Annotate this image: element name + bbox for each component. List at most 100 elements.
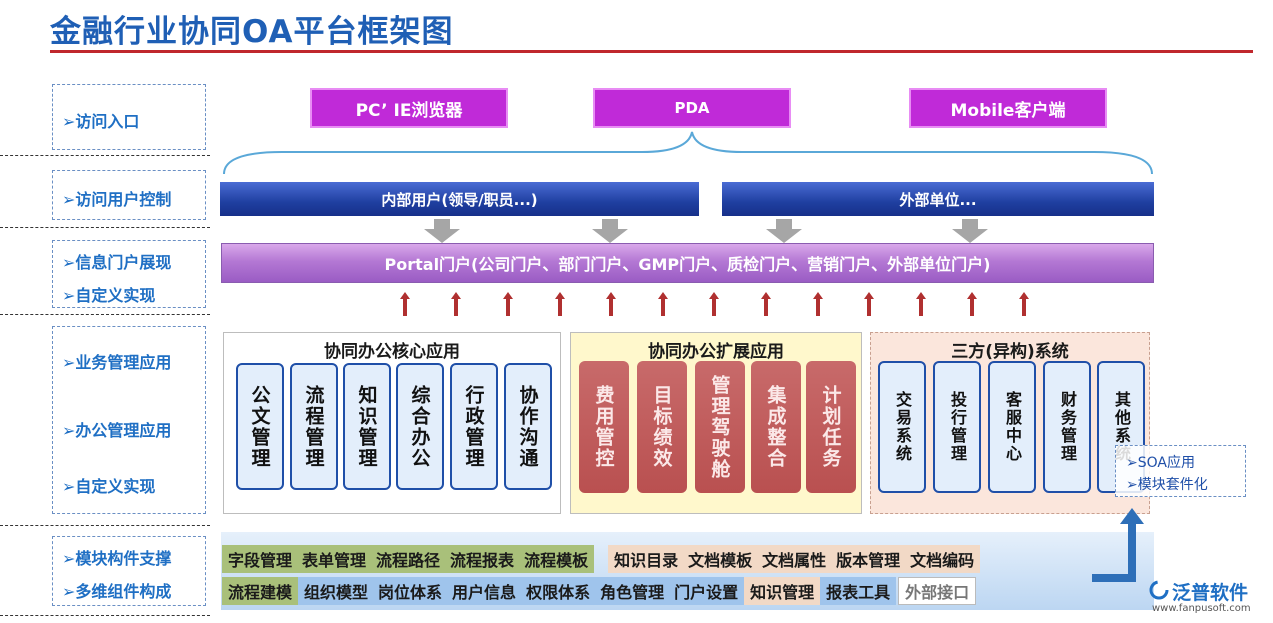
down-arrow-icon: [766, 219, 802, 243]
up-arrow-icon: [503, 292, 513, 316]
up-arrow-icon: [606, 292, 616, 316]
up-arrow-icon: [864, 292, 874, 316]
ext-item-expense: 费用管控: [579, 361, 629, 493]
sidebar-box-portal: [52, 240, 206, 308]
module-suite-label: ➢模块套件化: [1126, 477, 1208, 493]
up-arrow-icon: [967, 292, 977, 316]
ext-item-integration: 集成整合: [751, 361, 801, 493]
third-item-investment: 投行管理: [933, 361, 981, 493]
sidebar-label-custom-impl: ➢自定义实现: [62, 286, 156, 305]
module-row-2: 流程建模 组织模型 岗位体系 用户信息 权限体系 角色管理 门户设置 知识管理 …: [222, 577, 977, 605]
module-chip: 流程建模: [228, 583, 293, 602]
ext-item-plan-task: 计划任务: [806, 361, 856, 493]
up-arrow-icon: [813, 292, 823, 316]
sidebar-box-modules: [52, 536, 206, 606]
third-party-title: 三方(异构)系统: [951, 342, 1069, 362]
sidebar-box-apps: [52, 326, 206, 514]
layer-separator: [0, 314, 210, 315]
module-group-modeling: 流程建模: [222, 577, 299, 605]
third-item-trading: 交易系统: [878, 361, 926, 493]
sidebar-label-multi-component: ➢多维组件构成: [62, 582, 172, 601]
up-arrow-icon: [658, 292, 668, 316]
access-pda: PDA: [593, 88, 791, 128]
module-chip: 角色管理: [600, 583, 665, 602]
module-group-document: 知识目录 文档模板 文档属性 版本管理 文档编码: [608, 545, 981, 573]
internal-users-bar: 内部用户(领导/职员...): [220, 182, 699, 216]
access-pc-browser: PC’ IE浏览器: [310, 88, 508, 128]
up-arrow-icon: [400, 292, 410, 316]
third-item-finance: 财务管理: [1043, 361, 1091, 493]
up-arrow-icon: [916, 292, 926, 316]
module-chip: 字段管理: [228, 551, 293, 570]
module-group-knowledge: 知识管理: [744, 577, 821, 605]
module-chip: 权限体系: [526, 583, 591, 602]
module-chip: 文档属性: [762, 551, 827, 570]
sidebar-box-access: [52, 84, 206, 150]
core-item-workflow: 流程管理: [290, 363, 338, 490]
up-arrow-icon: [709, 292, 719, 316]
title-divider: [50, 50, 1253, 53]
extended-apps-title: 协同办公扩展应用: [648, 342, 784, 362]
soa-link-arrow-icon: [1092, 508, 1144, 582]
module-chip: 文档模板: [688, 551, 753, 570]
module-chip: 外部接口: [905, 583, 970, 602]
up-arrow-icon: [555, 292, 565, 316]
module-chip: 岗位体系: [378, 583, 443, 602]
sidebar-box-control: [52, 170, 206, 220]
extended-apps-panel: 协同办公扩展应用 费用管控 目标绩效 管理驾驶舱 集成整合 计划任务: [570, 332, 862, 514]
sidebar-label-module-support: ➢模块构件支撑: [62, 549, 172, 568]
core-apps-panel: 协同办公核心应用 公文管理 流程管理 知识管理 综合办公 行政管理 协作沟通: [223, 332, 561, 514]
soa-application-label: ➢SOA应用: [1126, 455, 1195, 471]
logo-swirl-icon: [1149, 580, 1169, 600]
module-chip: 用户信息: [452, 583, 517, 602]
third-party-panel: 三方(异构)系统 交易系统 投行管理 客服中心 财务管理 其他系统: [870, 332, 1150, 514]
core-item-general-office: 综合办公: [396, 363, 444, 490]
soa-box: ➢SOA应用 ➢模块套件化: [1115, 445, 1246, 497]
up-arrow-icon: [761, 292, 771, 316]
down-arrow-icon: [424, 219, 460, 243]
layer-separator: [0, 155, 210, 156]
module-chip: 流程路径: [376, 551, 441, 570]
module-chip: 报表工具: [826, 583, 891, 602]
sidebar-label-custom-impl: ➢自定义实现: [62, 477, 156, 496]
module-chip: 文档编码: [910, 551, 975, 570]
ext-item-cockpit: 管理驾驶舱: [695, 361, 745, 493]
layer-separator: [0, 615, 210, 616]
core-item-document: 公文管理: [236, 363, 284, 490]
third-item-customer-service: 客服中心: [988, 361, 1036, 493]
up-arrow-icon: [451, 292, 461, 316]
access-mobile-client: Mobile客户端: [909, 88, 1107, 128]
module-chip: 表单管理: [302, 551, 367, 570]
portal-bar: Portal门户(公司门户、部门门户、GMP门户、质检门户、营销门户、外部单位门…: [221, 243, 1154, 283]
core-item-knowledge: 知识管理: [343, 363, 391, 490]
module-group-reports: 报表工具: [820, 577, 897, 605]
core-apps-title: 协同办公核心应用: [324, 342, 460, 362]
module-chip: 知识目录: [614, 551, 679, 570]
sidebar-label-office-mgmt: ➢办公管理应用: [62, 421, 172, 440]
module-chip: 门户设置: [674, 583, 739, 602]
module-chip: 组织模型: [304, 583, 369, 602]
down-arrow-icon: [952, 219, 988, 243]
module-chip: 流程报表: [450, 551, 515, 570]
core-item-collaboration: 协作沟通: [504, 363, 552, 490]
module-chip: 知识管理: [750, 583, 815, 602]
logo-name: 泛普软件: [1172, 582, 1249, 604]
page-title: 金融行业协同OA平台框架图: [50, 14, 454, 50]
module-row-1: 字段管理 表单管理 流程路径 流程报表 流程模板 知识目录 文档模板 文档属性 …: [222, 545, 981, 573]
core-item-admin: 行政管理: [450, 363, 498, 490]
sidebar-label-business-mgmt: ➢业务管理应用: [62, 353, 172, 372]
module-chip: 流程模板: [524, 551, 589, 570]
access-brace: [223, 131, 1153, 175]
module-group-interface: 外部接口: [898, 577, 977, 605]
sidebar-label-access-entry: ➢访问入口: [62, 112, 140, 131]
layer-separator: [0, 525, 210, 526]
module-group-form-flow: 字段管理 表单管理 流程路径 流程报表 流程模板: [222, 545, 595, 573]
up-arrow-icon: [1019, 292, 1029, 316]
sidebar-label-portal-display: ➢信息门户展现: [62, 253, 172, 272]
down-arrow-icon: [592, 219, 628, 243]
sidebar-label-access-control: ➢访问用户控制: [62, 190, 172, 209]
brand-logo: 泛普软件 www.fanpusoft.com: [1148, 578, 1266, 618]
module-chip: 版本管理: [836, 551, 901, 570]
external-units-bar: 外部单位...: [722, 182, 1154, 216]
layer-separator: [0, 227, 210, 228]
